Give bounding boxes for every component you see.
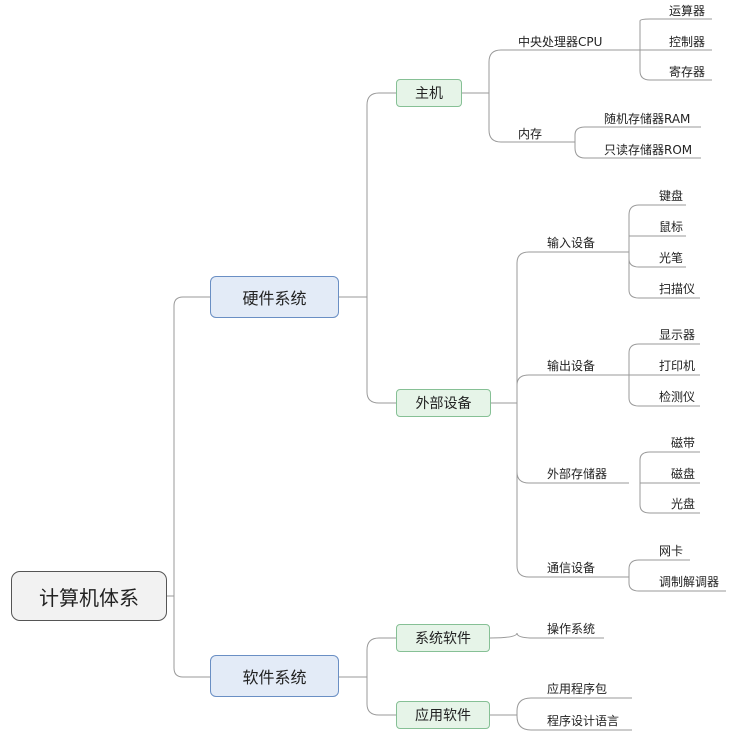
- alu-leaf[interactable]: 运算器: [669, 4, 706, 18]
- application-package-node[interactable]: 应用程序包: [547, 682, 608, 696]
- peripherals-node[interactable]: 外部设备: [396, 389, 491, 417]
- tape-leaf[interactable]: 磁带: [671, 436, 696, 450]
- host-node[interactable]: 主机: [396, 79, 462, 107]
- controller-leaf[interactable]: 控制器: [669, 35, 706, 49]
- input-devices-node[interactable]: 输入设备: [547, 236, 596, 250]
- application-software-node[interactable]: 应用软件: [396, 701, 490, 729]
- hardware-node[interactable]: 硬件系统: [210, 276, 339, 318]
- external-storage-node[interactable]: 外部存储器: [547, 467, 608, 481]
- operating-system-node[interactable]: 操作系统: [547, 622, 596, 636]
- keyboard-leaf[interactable]: 键盘: [659, 189, 684, 203]
- output-devices-node[interactable]: 输出设备: [547, 359, 596, 373]
- scanner-leaf[interactable]: 扫描仪: [659, 282, 696, 296]
- rom-leaf[interactable]: 只读存储器ROM: [604, 143, 693, 157]
- ram-leaf[interactable]: 随机存储器RAM: [604, 112, 691, 126]
- light-pen-leaf[interactable]: 光笔: [659, 251, 684, 265]
- modem-leaf[interactable]: 调制解调器: [659, 575, 720, 589]
- disk-leaf[interactable]: 磁盘: [671, 467, 696, 481]
- software-node[interactable]: 软件系统: [210, 655, 339, 697]
- communication-devices-node[interactable]: 通信设备: [547, 561, 596, 575]
- mouse-leaf[interactable]: 鼠标: [659, 220, 684, 234]
- monitor-leaf[interactable]: 显示器: [659, 328, 696, 342]
- cpu-node[interactable]: 中央处理器CPU: [518, 35, 603, 49]
- printer-leaf[interactable]: 打印机: [659, 359, 696, 373]
- programming-language-node[interactable]: 程序设计语言: [547, 714, 620, 728]
- optical-disk-leaf[interactable]: 光盘: [671, 497, 696, 511]
- detector-leaf[interactable]: 检测仪: [659, 390, 696, 404]
- network-card-leaf[interactable]: 网卡: [659, 544, 684, 558]
- system-software-node[interactable]: 系统软件: [396, 624, 490, 652]
- memory-node[interactable]: 内存: [518, 127, 543, 141]
- root-node[interactable]: 计算机体系: [11, 571, 167, 621]
- register-leaf[interactable]: 寄存器: [669, 65, 706, 79]
